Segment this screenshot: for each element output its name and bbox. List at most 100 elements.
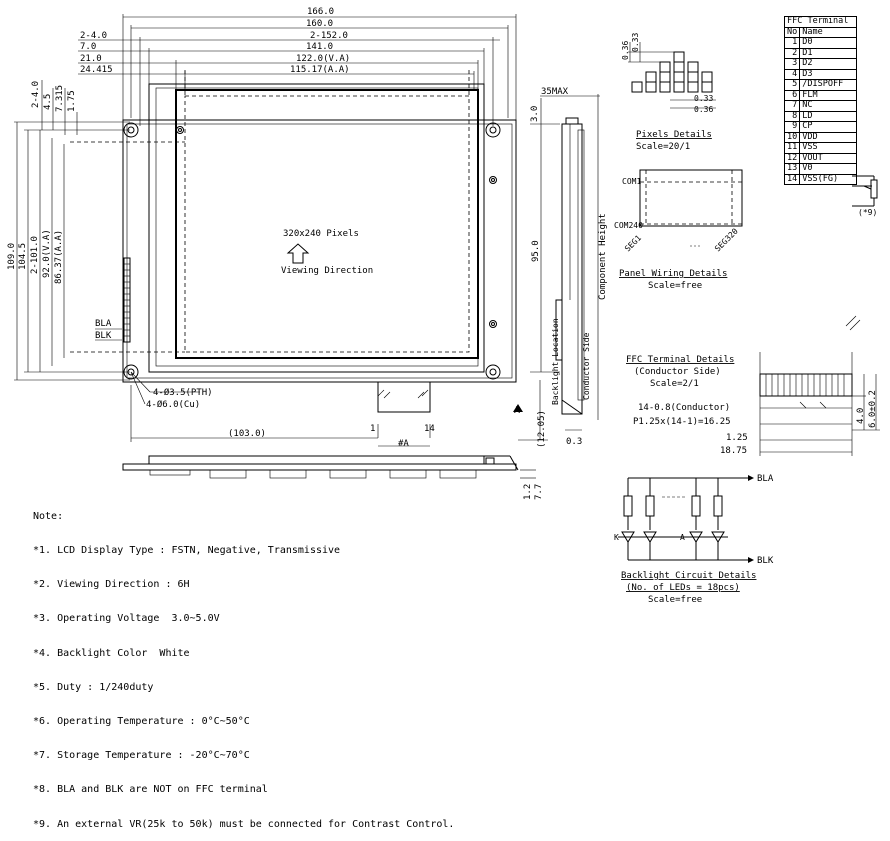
dim-l-2-101: 2-101.0 [30, 236, 40, 274]
dim-166: 166.0 [307, 7, 334, 17]
ffc-name: V0 [799, 163, 858, 175]
pixel-dim-1: 0.36 [621, 41, 630, 60]
ffc-name: D2 [799, 58, 858, 70]
dim-35max: 35MAX [541, 87, 569, 97]
backlight-title: Backlight Circuit Details [621, 571, 756, 581]
ffc-pin-1: 1 [370, 424, 375, 434]
top-dimensions: 166.0 160.0 2-4.0 2-152.0 7.0 141.0 21.0… [78, 7, 517, 126]
note-line: *2. Viewing Direction : 6H [33, 579, 190, 591]
ref-a-triangle-icon [513, 404, 523, 412]
dim-21: 21.0 [80, 54, 102, 64]
ffc-no: 4 [783, 68, 801, 80]
ffc-pin-14: 14 [424, 424, 435, 434]
ffc-dim-1-25: 1.25 [726, 433, 748, 443]
ffc-no: 12 [783, 152, 801, 164]
bla-terminal: BLA [757, 474, 774, 484]
vr-symbol [852, 175, 878, 207]
ffc-no: 11 [783, 142, 801, 154]
ffc-name: D3 [799, 68, 858, 80]
dim-1-2: 1.2 [523, 484, 533, 500]
dim-2-4: 2-4.0 [80, 31, 107, 41]
ffc-details-side: (Conductor Side) [634, 367, 721, 377]
dim-115: 115.17(A.A) [290, 65, 350, 75]
wiring-title: Panel Wiring Details [619, 269, 727, 279]
mounting-holes [123, 122, 501, 380]
ffc-dim-6: 6.0±0.2 [868, 390, 878, 428]
vr-note-ref: (*9) [858, 208, 878, 217]
ffc-name: CP [799, 121, 858, 133]
note-line: *5. Duty : 1/240duty [33, 681, 154, 693]
ffc-tail [377, 381, 431, 438]
ffc-name: VDD [799, 131, 858, 143]
table-row: 5/DISPOFF [783, 79, 858, 91]
pixel-dim-2: 0.33 [631, 33, 640, 52]
dim-141: 141.0 [306, 42, 333, 52]
com240-label: COM240 [614, 221, 643, 230]
seg1-label: SEG1 [623, 233, 643, 253]
note-line: *9. An external VR(25k to 50k) must be c… [33, 818, 455, 830]
ffc-details-scale: Scale=2/1 [650, 379, 699, 389]
note-line: Note: [33, 510, 64, 522]
ffc-name: /DISPOFF [799, 79, 858, 91]
ffc-no: 10 [783, 131, 801, 143]
ffc-table-header: FFC Terminal [783, 16, 858, 28]
ffc-no: 2 [783, 47, 801, 59]
pixel-dim-3: 0.33 [694, 94, 713, 103]
backlight-circuit [618, 475, 754, 563]
dim-2-152: 2-152.0 [310, 31, 348, 41]
wiring-scale: Scale=free [648, 281, 702, 291]
dim-7-7: 7.7 [534, 484, 544, 500]
ffc-name: VOUT [799, 152, 858, 164]
notes-block: Note: *1. LCD Display Type : FSTN, Negat… [33, 488, 454, 841]
dim-0-3: 0.3 [566, 437, 582, 447]
com1-label: COM1 [622, 177, 641, 186]
blk-terminal: BLK [757, 556, 774, 566]
backlight-count: (No. of LEDs = 18pcs) [626, 583, 740, 593]
dim-l-1-75: 1.75 [67, 90, 77, 112]
ffc-name: VSS [799, 142, 858, 154]
ffc-no: 5 [783, 79, 801, 91]
dim-l-2-4: 2-4.0 [31, 81, 41, 108]
dim-hash-a: #A [398, 439, 409, 449]
ffc-no: 7 [783, 100, 801, 112]
hole-label-cu: 4-Ø6.0(Cu) [146, 399, 200, 410]
dim-l-109: 109.0 [7, 243, 17, 270]
viewing-direction-arrow-icon [286, 243, 310, 264]
viewing-direction-label: Viewing Direction [281, 266, 373, 276]
dim-160: 160.0 [306, 19, 333, 29]
ffc-name: NC [799, 100, 858, 112]
ffc-col-name: Name [799, 26, 858, 38]
ffc-name: D1 [799, 47, 858, 59]
pixels-details-title: Pixels Details [636, 130, 712, 140]
blk-label: BLK [95, 331, 112, 341]
ffc-name: VSS(FG) [799, 173, 858, 185]
dim-24-415: 24.415 [80, 65, 113, 75]
ffc-no: 6 [783, 89, 801, 101]
conductor-side-label: Conductor Side [582, 332, 591, 400]
ffc-no: 3 [783, 58, 801, 70]
pixels-label: 320x240 Pixels [283, 229, 359, 239]
ffc-name: FLM [799, 89, 858, 101]
note-line: *3. Operating Voltage 3.0~5.0V [33, 613, 220, 625]
side-view-bottom [122, 455, 519, 479]
dim-103: (103.0) [228, 429, 266, 439]
note-line: *7. Storage Temperature : -20°C~70°C [33, 750, 250, 762]
dim-3: 3.0 [530, 106, 540, 122]
ffc-terminal-details [759, 315, 880, 456]
pixels-details-scale: Scale=20/1 [636, 142, 690, 152]
ffc-dim-conductor: 14-0.8(Conductor) [638, 403, 730, 413]
ffc-name: LD [799, 110, 858, 122]
ffc-no: 14 [783, 173, 801, 185]
